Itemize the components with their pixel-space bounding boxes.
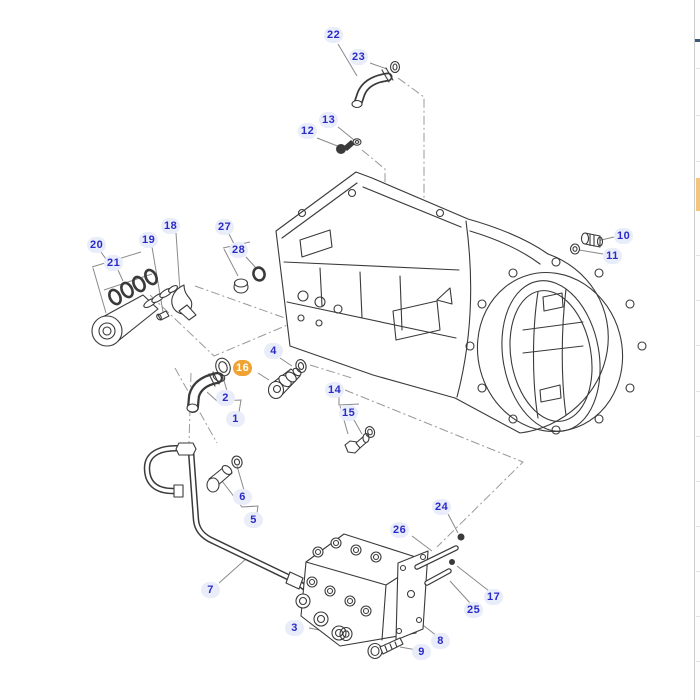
- panel-row-divider: [696, 391, 700, 392]
- part-plug-oring-27: [233, 266, 266, 294]
- panel-row-divider: [696, 616, 700, 617]
- part-label-3[interactable]: 3: [285, 620, 304, 636]
- part-label-8[interactable]: 8: [431, 633, 450, 649]
- part-label-5[interactable]: 5: [244, 512, 263, 528]
- part-label-12[interactable]: 12: [298, 123, 318, 139]
- part-pipe: [143, 442, 338, 611]
- part-label-1[interactable]: 1: [226, 411, 245, 427]
- part-pins-and-balls: [414, 533, 465, 586]
- part-bolt-washer: [336, 138, 362, 154]
- part-elbow-fitting-top: [351, 60, 401, 109]
- flange-bolt-holes: [465, 257, 647, 435]
- panel-header-edge: [695, 39, 700, 42]
- part-ring-and-bolt: [339, 626, 404, 660]
- part-label-10[interactable]: 10: [614, 228, 634, 244]
- panel-row-divider: [696, 571, 700, 572]
- panel-row-divider: [696, 345, 700, 346]
- panel-selected-row-edge[interactable]: [696, 178, 700, 211]
- part-fitting-6: [206, 455, 243, 493]
- part-fitting-16: [267, 359, 307, 400]
- part-label-28[interactable]: 28: [229, 242, 249, 258]
- panel-row-divider: [696, 300, 700, 301]
- part-label-18[interactable]: 18: [161, 218, 181, 234]
- part-label-4[interactable]: 4: [264, 343, 283, 359]
- part-label-24[interactable]: 24: [432, 499, 452, 515]
- panel-row-divider: [696, 436, 700, 437]
- part-label-15[interactable]: 15: [339, 405, 359, 421]
- part-plug-washer-right: [569, 232, 604, 255]
- part-label-27[interactable]: 27: [215, 219, 235, 235]
- part-plug-oring-14: [344, 426, 376, 454]
- part-label-11[interactable]: 11: [603, 248, 622, 264]
- part-solenoid: [91, 268, 178, 347]
- part-label-19[interactable]: 19: [139, 232, 159, 248]
- panel-row-divider: [696, 255, 700, 256]
- part-label-16[interactable]: 16: [233, 360, 253, 376]
- part-label-21[interactable]: 21: [104, 255, 124, 271]
- part-fork-pin: [156, 284, 197, 321]
- part-label-2[interactable]: 2: [216, 390, 235, 406]
- part-label-23[interactable]: 23: [349, 49, 369, 65]
- panel-row-divider: [696, 115, 700, 116]
- part-label-20[interactable]: 20: [87, 237, 107, 253]
- part-label-6[interactable]: 6: [233, 489, 252, 505]
- panel-row-divider: [696, 526, 700, 527]
- valve-block: [295, 533, 429, 647]
- part-label-13[interactable]: 13: [319, 112, 339, 128]
- panel-row-divider: [696, 161, 700, 162]
- part-label-9[interactable]: 9: [412, 644, 431, 660]
- panel-row-divider: [696, 68, 700, 69]
- side-panel-edge: [694, 0, 700, 700]
- part-label-7[interactable]: 7: [201, 582, 220, 598]
- part-label-14[interactable]: 14: [325, 382, 345, 398]
- panel-row-divider: [696, 481, 700, 482]
- part-label-17[interactable]: 17: [484, 589, 504, 605]
- valve-block-fittings: [295, 537, 382, 641]
- panel-row-divider: [696, 661, 700, 662]
- part-label-25[interactable]: 25: [464, 602, 484, 618]
- part-elbow-fitting-mid: [186, 357, 231, 413]
- transmission-housing: [275, 171, 647, 435]
- part-label-26[interactable]: 26: [390, 522, 410, 538]
- part-label-22[interactable]: 22: [324, 27, 344, 43]
